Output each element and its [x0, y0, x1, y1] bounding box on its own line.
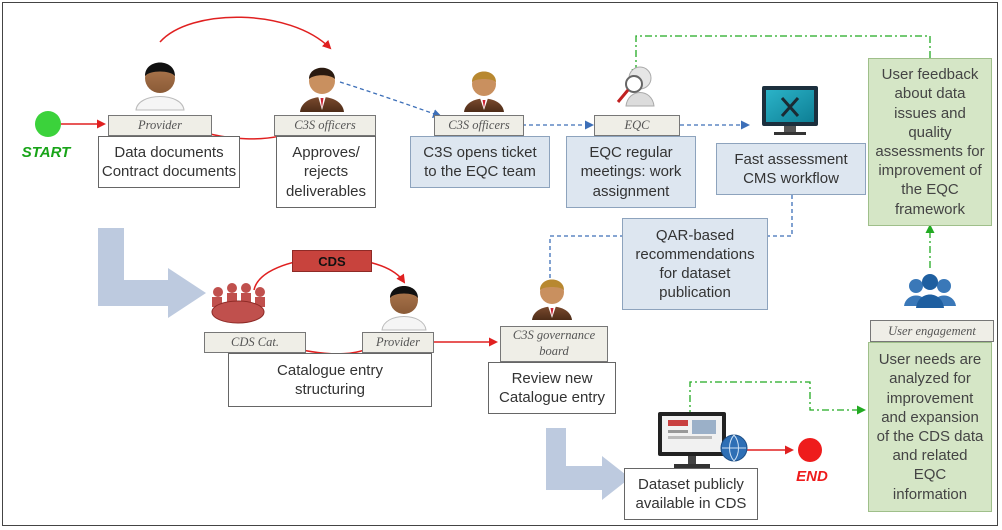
box-text-line: framework	[894, 200, 965, 218]
box-text-line: Catalogue entry	[499, 389, 605, 406]
box-text-line: and related	[892, 447, 968, 465]
box-text-line: rejects	[303, 163, 349, 181]
box-text-line: structuring	[294, 381, 366, 398]
box-text-line: quality	[908, 123, 952, 141]
cds-tag: CDS	[292, 250, 372, 272]
box-text-line: Dataset publicly	[638, 475, 744, 493]
box-catalogue: Catalogue entry structuring	[228, 353, 432, 407]
box-text-line: assessments for	[875, 143, 985, 160]
box-text-line: assignment	[592, 182, 670, 200]
box-text-line: QAR-based	[655, 226, 735, 244]
role-provider-top: Provider	[108, 115, 212, 136]
box-text-line: CMS workflow	[743, 170, 839, 187]
box-text-line: issues and	[894, 104, 966, 122]
box-text-line: for dataset	[659, 265, 731, 282]
box-text-line: improvement of	[878, 162, 982, 180]
box-dataset: Dataset publicly available in CDS	[624, 468, 758, 520]
red-arrow-provider-to-officers	[159, 16, 332, 50]
meeting-table-icon	[211, 283, 265, 324]
role-c3s-officers-2: C3S officers	[434, 115, 524, 136]
box-text-line: information	[892, 485, 968, 503]
role-governance-line1: C3S governance	[512, 328, 596, 343]
box-text-line: about data	[894, 85, 966, 103]
box-text-line: improvement	[886, 389, 974, 407]
box-text-line: Approves/	[292, 144, 360, 162]
role-governance-board: C3S governance board	[500, 326, 608, 362]
box-text-line: the EQC	[901, 181, 959, 199]
blue-arrow-officers-to-officers	[339, 81, 442, 118]
box-text-line: User needs are	[878, 351, 982, 369]
end-label: END	[796, 467, 828, 485]
start-node	[35, 111, 61, 137]
box-text-line: recommendations	[635, 245, 755, 263]
box-text-line: publication	[659, 284, 731, 302]
person-icon	[135, 62, 185, 111]
monitor-tools-icon	[762, 86, 818, 135]
box-user-needs: User needs are analyzed for improvement …	[868, 342, 992, 512]
box-text-line: C3S opens ticket	[423, 143, 537, 161]
box-text-line: Data documents	[114, 143, 224, 161]
box-c3s-ticket: C3S opens ticket to the EQC team	[410, 136, 550, 188]
magnifier-person-icon	[616, 66, 655, 107]
box-review: Review new Catalogue entry	[488, 362, 616, 414]
box-qar: QAR-based recommendations for dataset pu…	[622, 218, 768, 310]
role-c3s-officers-1: C3S officers	[274, 115, 376, 136]
big-flow-arrow-2	[546, 428, 630, 500]
businessman-icon	[464, 71, 504, 112]
box-eqc-meetings: EQC regular meetings: work assignment	[566, 136, 696, 208]
box-text-line: Catalogue entry	[277, 361, 383, 379]
role-user-engagement: User engagement	[870, 320, 994, 342]
box-text-line: Fast assessment	[734, 150, 848, 168]
box-user-feedback: User feedback about data issues and qual…	[868, 58, 992, 226]
green-arrow-feedback-to-eqc	[631, 35, 931, 78]
box-text-line: analyzed for	[889, 370, 971, 388]
role-cds-cat: CDS Cat.	[204, 332, 306, 353]
box-text-line: meetings: work	[580, 163, 682, 181]
box-text-line: Contract documents	[101, 163, 237, 180]
big-flow-arrow-1	[98, 228, 206, 318]
box-text-line: EQC	[913, 466, 947, 484]
green-arrow-dataset-to-user-needs	[689, 381, 866, 432]
box-text-line: and expansion	[881, 408, 979, 426]
box-text-line: available in CDS	[635, 495, 747, 512]
blue-arrow-fast-to-qar	[768, 195, 793, 237]
businessman-icon	[532, 279, 572, 320]
end-node	[798, 438, 822, 462]
box-text-line: EQC regular	[589, 144, 673, 162]
start-label: START	[21, 143, 71, 161]
box-text-line: of the CDS data	[876, 428, 984, 445]
role-governance-line2: board	[539, 344, 569, 358]
role-eqc: EQC	[594, 115, 680, 136]
box-text-line: to the EQC team	[424, 163, 536, 180]
user-group-icon	[904, 274, 956, 308]
box-data-documents: Data documents Contract documents	[98, 136, 240, 188]
box-text-line: Review new	[511, 369, 593, 387]
box-text-line: deliverables	[285, 182, 367, 200]
box-approves: Approves/ rejects deliverables	[276, 136, 376, 208]
businessman-icon	[300, 67, 344, 112]
role-provider-bottom: Provider	[362, 332, 434, 353]
box-text-line: User feedback	[881, 66, 979, 84]
person-icon	[381, 286, 427, 331]
globe-monitor-icon	[658, 412, 748, 468]
blue-arrow-qar-to-governance	[545, 235, 624, 298]
box-fast-assessment: Fast assessment CMS workflow	[716, 143, 866, 195]
